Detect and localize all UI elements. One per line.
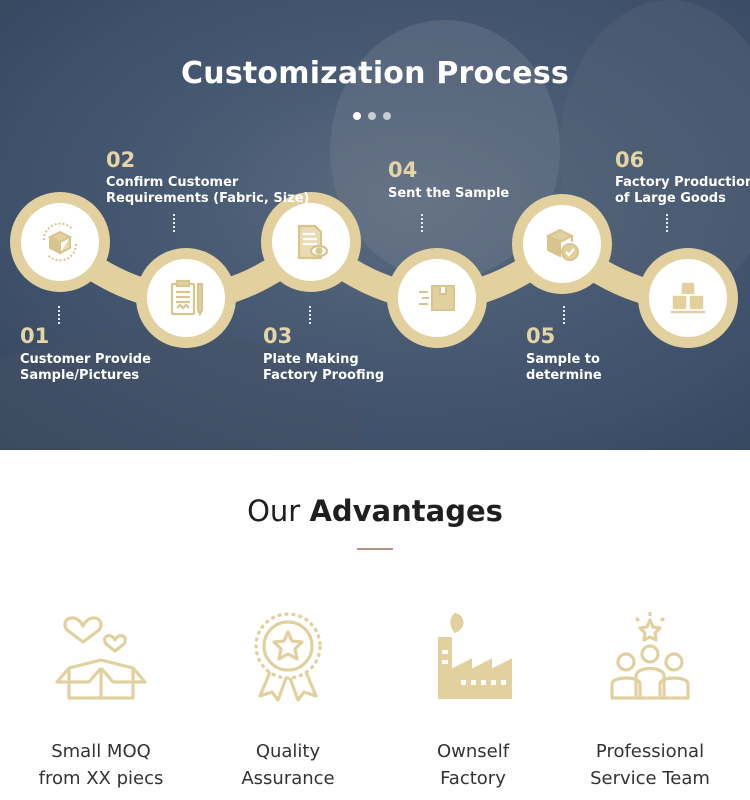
- document-eye-icon: [297, 224, 329, 260]
- step-01-circle: [21, 203, 99, 281]
- advantage-quality: Quality Assurance: [188, 610, 388, 792]
- carousel-dot-2[interactable]: [368, 112, 376, 120]
- advantage-line1: Small MOQ: [51, 741, 151, 762]
- gift-box-hearts-icon: [55, 616, 147, 700]
- clipboard-pencil-icon: [170, 279, 204, 317]
- advantages-title: Our Advantages: [247, 494, 503, 528]
- process-title: Customization Process: [181, 56, 569, 91]
- advantage-factory: Ownself Factory: [373, 610, 573, 792]
- title-underline: [357, 548, 393, 550]
- advantage-line2: Factory: [440, 768, 506, 789]
- advantage-small-moq: Small MOQ from XX piecs: [1, 610, 201, 792]
- delivery-box-icon: [419, 285, 455, 311]
- advantages-section: Our Advantages Small MOQ from XX piecs: [0, 450, 750, 800]
- advantage-line2: Service Team: [590, 768, 710, 789]
- step-05-number: 05: [526, 324, 556, 348]
- step-05-connector: [563, 306, 565, 324]
- step-01-connector: [58, 306, 60, 324]
- step-03-number: 03: [263, 324, 293, 348]
- step-04-number: 04: [388, 158, 418, 182]
- customization-process-banner: Customization Process: [0, 0, 750, 450]
- carousel-dot-1[interactable]: [353, 112, 361, 120]
- advantage-line1: Ownself: [436, 741, 510, 762]
- carousel-dot-3[interactable]: [383, 112, 391, 120]
- step-04-connector: [421, 214, 423, 232]
- advantage-line2: Assurance: [241, 768, 335, 789]
- step-01-number: 01: [20, 324, 50, 348]
- step-04-circle: [398, 259, 476, 337]
- carousel-dots[interactable]: [353, 112, 391, 120]
- team-star-icon: [610, 612, 690, 700]
- step-02-connector: [173, 214, 175, 232]
- step-02-circle: [147, 259, 225, 337]
- step-06-connector: [666, 214, 668, 232]
- step-03-circle: [272, 203, 350, 281]
- step-02-number: 02: [106, 148, 136, 172]
- box-refresh-icon: [42, 222, 78, 262]
- step-06-number: 06: [615, 148, 645, 172]
- advantage-line1: Professional: [595, 741, 705, 762]
- award-badge-icon: [254, 612, 322, 702]
- advantage-service-team: Professional Service Team: [550, 610, 750, 792]
- step-03-connector: [309, 306, 311, 324]
- factory-icon: [438, 612, 512, 699]
- advantage-line2: from XX piecs: [38, 768, 164, 789]
- step-06-circle: [649, 259, 727, 337]
- step-04-label: Sent the Sample: [388, 186, 510, 201]
- step-05-circle: [523, 205, 601, 283]
- advantage-line1: Quality: [255, 741, 321, 762]
- box-check-icon: [545, 228, 579, 261]
- stacked-boxes-icon: [669, 281, 707, 315]
